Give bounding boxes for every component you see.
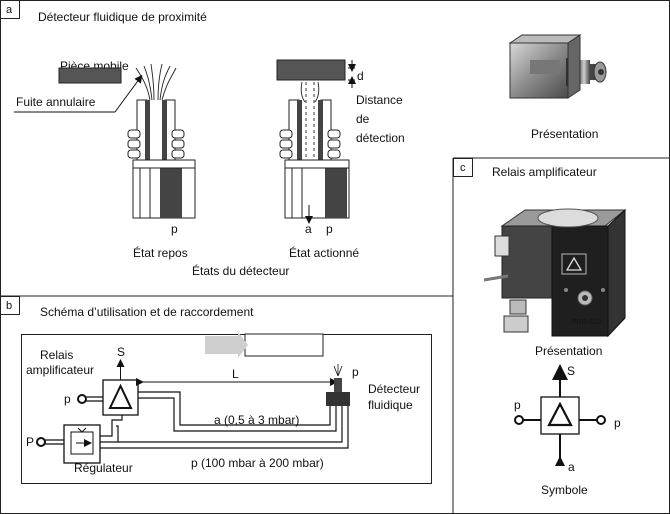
label-etat-actionne: État actionné (289, 245, 359, 260)
label-panel-b-p-left: p (64, 392, 71, 406)
supply-plugs: p P (26, 392, 87, 449)
label-panel-b-detecteur-1: fluidique (368, 398, 413, 412)
label-panel-b-relais-1: amplificateur (26, 363, 94, 377)
label-panel-b-tag: b (6, 300, 12, 312)
label-p-rest: p (171, 222, 178, 236)
label-panel-b-regulateur: Régulateur (74, 461, 133, 475)
label-panel-b-S: S (117, 345, 125, 359)
label-etats: États du détecteur (192, 263, 289, 278)
label-a-line: a (0,5 à 3 mbar) (214, 413, 299, 427)
detector-actuated: d Distance de détection a p État actionn… (276, 59, 405, 260)
motion-arrow (205, 332, 248, 358)
detector-photo (508, 34, 607, 99)
leak-jets (135, 63, 177, 101)
fluidic-detector: p Détecteur fluidique (326, 364, 420, 412)
label-distance-3: détection (356, 131, 405, 145)
label-p-port: p (326, 222, 333, 236)
tubing (45, 391, 349, 449)
return-jets (300, 81, 320, 210)
label-d: d (357, 69, 364, 83)
label-panel-b-P-left: P (26, 435, 34, 449)
regulator: Régulateur (63, 424, 133, 475)
label-panel-c-device-label: PRD-A10 (572, 319, 602, 326)
label-panel-c-S: S (567, 364, 575, 378)
panel-c-title: Relais amplificateur (492, 165, 597, 179)
panel-a-title: Détecteur fluidique de proximité (38, 10, 207, 24)
label-symbole: Symbole (541, 483, 588, 497)
label-distance-2: de (356, 112, 370, 126)
label-a-port: a (305, 222, 312, 236)
label-distance-1: Distance (356, 93, 403, 107)
label-etat-repos: État repos (133, 245, 188, 260)
label-presentation-a: Présentation (531, 127, 598, 141)
label-panel-c-p-right: p (614, 416, 621, 430)
detector-rest: Pièce mobile Fuite annulaire p État repo (14, 59, 196, 260)
label-panel-b-relais-0: Relais (40, 348, 73, 362)
label-panel-b-p-det: p (352, 365, 359, 379)
label-presentation-c: Présentation (535, 344, 602, 358)
label-panel-b-detecteur-0: Détecteur (368, 382, 420, 396)
panel-b-title: Schéma d’utilisation et de raccordement (40, 305, 254, 319)
relay-symbol: S p p a (514, 364, 621, 474)
label-panel-a-tag: a (6, 4, 13, 16)
label-p-line: p (100 mbar à 200 mbar) (191, 456, 324, 470)
relay-photo: PRD-A10 (483, 208, 627, 338)
label-panel-b-L: L (232, 367, 239, 381)
label-panel-c-a: a (568, 460, 575, 474)
label-panel-c-p-left: p (514, 398, 521, 412)
tag-a: a (0, 0, 20, 19)
moving-part-rest (58, 67, 122, 84)
dimension-L: L (136, 367, 338, 386)
moving-part-actuated (276, 59, 346, 81)
label-panel-c-tag: c (460, 162, 466, 174)
relay-block: Relais amplificateur S (26, 345, 139, 416)
tag-b: b (0, 296, 20, 315)
tag-c: c (453, 158, 473, 177)
label-fuite-annulaire: Fuite annulaire (16, 95, 96, 109)
target-piece (244, 333, 324, 357)
